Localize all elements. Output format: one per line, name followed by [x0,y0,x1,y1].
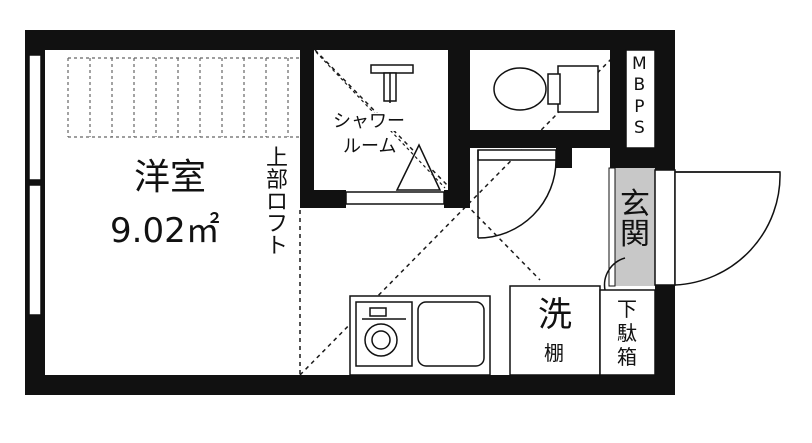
shower-room-label-line2: ルーム [343,136,397,157]
toilet-door [477,149,557,239]
shower-head-icon [370,64,414,103]
shower-diagonal [315,51,446,189]
entrance-step [608,167,616,287]
storage-units [509,285,656,376]
mbps-label: M B P S [632,54,647,138]
shoe-box-label: 下 駄 箱 [617,297,637,369]
entrance-label: 玄 関 [620,187,650,252]
loft-label: 上 部 ロ フ ト [266,146,289,259]
mbps-box [625,49,656,149]
entrance-floor [615,168,655,286]
shower-room-walls [300,50,470,208]
stove-icon [364,323,398,357]
shower-room-door [345,191,445,205]
shower-room-label-line1: シャワー [333,111,405,132]
entrance-inner-arc [603,257,626,291]
shower-drain-icon [395,143,442,191]
toilet-room-walls [470,50,655,168]
western-room-name: 洋室 [134,157,207,198]
western-room-area: 9.02㎡ [110,211,220,251]
loft-ladder [67,57,300,138]
west-window [28,54,42,316]
toilet-icon [493,65,599,113]
wash-shelf-label: 洗 [538,295,572,335]
shelf-label: 棚 [544,341,564,365]
entrance-door [654,169,781,286]
